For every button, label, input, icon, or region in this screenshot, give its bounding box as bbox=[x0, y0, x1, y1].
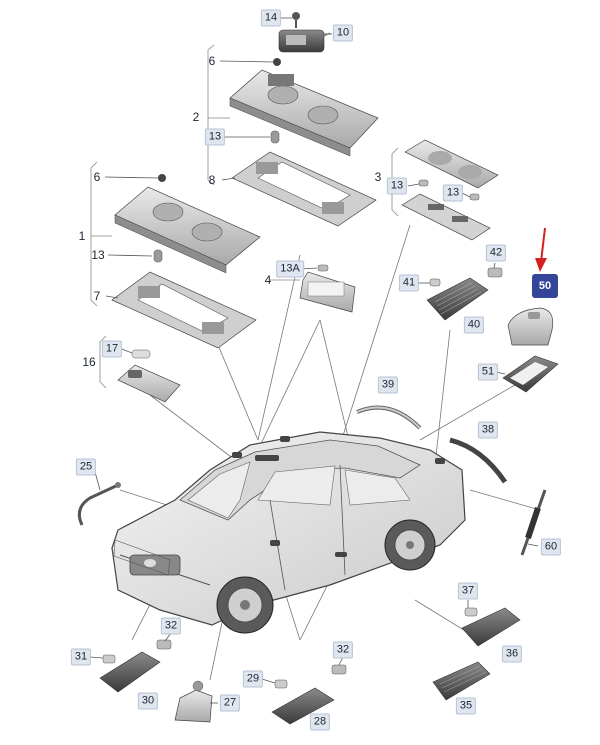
part-label-30: 30 bbox=[137, 692, 159, 710]
console-10 bbox=[278, 29, 332, 53]
part-label-37: 37 bbox=[457, 582, 479, 600]
part-label-1: 1 bbox=[78, 229, 86, 243]
part-label-13-upper: 13 bbox=[204, 128, 226, 146]
part-label-25: 25 bbox=[75, 458, 97, 476]
cable-25 bbox=[77, 482, 121, 526]
part-label-6-upper: 6 bbox=[208, 54, 216, 68]
part-label-40: 40 bbox=[463, 316, 485, 334]
part-label-60: 60 bbox=[540, 538, 562, 556]
lamp-4 bbox=[299, 264, 356, 313]
roof-console-3 bbox=[401, 139, 499, 241]
part-label-50-highlighted: 50 bbox=[532, 274, 558, 298]
part-label-16: 16 bbox=[82, 355, 96, 369]
part-label-13-right-low: 13 bbox=[442, 184, 464, 202]
car-front-wheel bbox=[216, 576, 274, 634]
switch-50 bbox=[507, 307, 554, 346]
strut-60 bbox=[520, 489, 547, 556]
part-label-38: 38 bbox=[477, 421, 499, 439]
car-body bbox=[111, 431, 466, 626]
roof-console-2 bbox=[229, 58, 379, 157]
part-label-13-right: 13 bbox=[386, 177, 408, 195]
part-label-8: 8 bbox=[208, 173, 216, 187]
part-label-42: 42 bbox=[485, 244, 507, 262]
part-label-32-left: 32 bbox=[160, 617, 182, 635]
label-leaders bbox=[89, 17, 539, 704]
frame-8 bbox=[231, 151, 377, 227]
part-label-17: 17 bbox=[101, 340, 123, 358]
part-label-51: 51 bbox=[477, 363, 499, 381]
part-label-6-mid: 6 bbox=[93, 170, 101, 184]
lamp-30 bbox=[99, 639, 172, 693]
red-arrow bbox=[535, 227, 547, 272]
part-label-39: 39 bbox=[377, 376, 399, 394]
bulb-13-upper bbox=[270, 130, 280, 144]
strip-39 bbox=[356, 405, 422, 430]
part-label-13A: 13A bbox=[276, 260, 304, 278]
part-label-35: 35 bbox=[455, 697, 477, 715]
part-label-3: 3 bbox=[374, 170, 382, 184]
part-label-2: 2 bbox=[192, 110, 200, 124]
screw-14 bbox=[292, 12, 300, 28]
part-label-29: 29 bbox=[242, 670, 264, 688]
strip-38 bbox=[449, 437, 508, 484]
part-label-4: 4 bbox=[264, 273, 272, 287]
part-label-41: 41 bbox=[398, 274, 420, 292]
part-label-10: 10 bbox=[332, 24, 354, 42]
part-label-36: 36 bbox=[501, 645, 523, 663]
lamp-36 bbox=[461, 607, 521, 647]
roof-console-1 bbox=[114, 174, 261, 274]
car-rear-wheel bbox=[384, 519, 436, 571]
housing-51 bbox=[502, 355, 559, 393]
sensor-27 bbox=[174, 680, 213, 723]
part-label-31: 31 bbox=[70, 648, 92, 666]
lamp-28 bbox=[271, 664, 347, 725]
bulb-13-mid bbox=[153, 249, 163, 263]
lamp-16 bbox=[117, 349, 181, 403]
part-label-28: 28 bbox=[309, 713, 331, 731]
bracket-lines bbox=[90, 44, 399, 389]
part-label-7: 7 bbox=[93, 289, 101, 303]
lamp-40 bbox=[426, 267, 503, 321]
part-label-27: 27 bbox=[219, 694, 241, 712]
part-label-13-mid: 13 bbox=[91, 248, 105, 262]
part-label-32-right: 32 bbox=[332, 641, 354, 659]
part-label-14: 14 bbox=[260, 9, 282, 27]
frame-7 bbox=[111, 271, 257, 349]
lens-35 bbox=[432, 661, 491, 701]
